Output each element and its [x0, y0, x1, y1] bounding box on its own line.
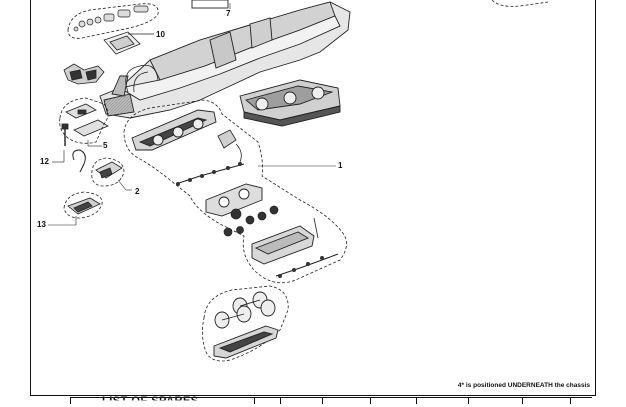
drawing-frame	[30, 0, 596, 396]
table-divider	[370, 398, 371, 404]
callout-2: 2	[135, 187, 140, 196]
table-divider	[322, 398, 323, 404]
callout-12: 12	[40, 157, 49, 166]
dashed-group-wheels	[202, 285, 289, 362]
side-bracket-left	[63, 63, 105, 85]
wire-clip	[72, 149, 86, 173]
bracket-piece	[217, 129, 242, 163]
callout-7: 7	[226, 9, 231, 18]
truck-right	[239, 79, 341, 127]
callout-13: 13	[37, 220, 46, 229]
table-divider	[254, 398, 255, 404]
gear-set	[223, 205, 279, 237]
chassis-body	[99, 0, 351, 119]
table-divider	[70, 398, 71, 404]
rod-row-1	[175, 163, 245, 185]
dashed-group-top-right	[491, 0, 549, 7]
gearbox-frame	[205, 183, 263, 217]
part-5-blocks	[65, 103, 109, 137]
spares-table-title: LIST OF SPARES	[102, 395, 199, 407]
table-divider	[416, 398, 417, 404]
table-divider	[468, 398, 469, 404]
wheelsets	[214, 291, 276, 329]
side-frame	[131, 109, 217, 151]
dashed-group-1	[123, 99, 347, 284]
lower-frame	[251, 225, 315, 265]
dashed-group-top	[67, 3, 159, 39]
callout-10: 10	[156, 30, 165, 39]
wires	[125, 64, 159, 93]
table-divider	[570, 398, 571, 404]
part-13-coupler	[67, 197, 101, 215]
part-10-plate	[103, 31, 141, 55]
spares-table-header	[70, 397, 592, 404]
chassis-note: 4* is positioned UNDERNEATH the chassis	[457, 382, 590, 389]
part-2-coupler	[95, 161, 123, 179]
rod-row-2	[275, 253, 339, 277]
dashed-group-5	[59, 97, 109, 144]
part-12-screw	[61, 123, 69, 146]
bottom-side-frame	[213, 325, 279, 359]
small-parts-row	[73, 5, 149, 32]
callout-5: 5	[103, 141, 108, 150]
table-divider	[280, 398, 281, 404]
callout-1: 1	[338, 161, 343, 170]
table-divider	[522, 398, 523, 404]
